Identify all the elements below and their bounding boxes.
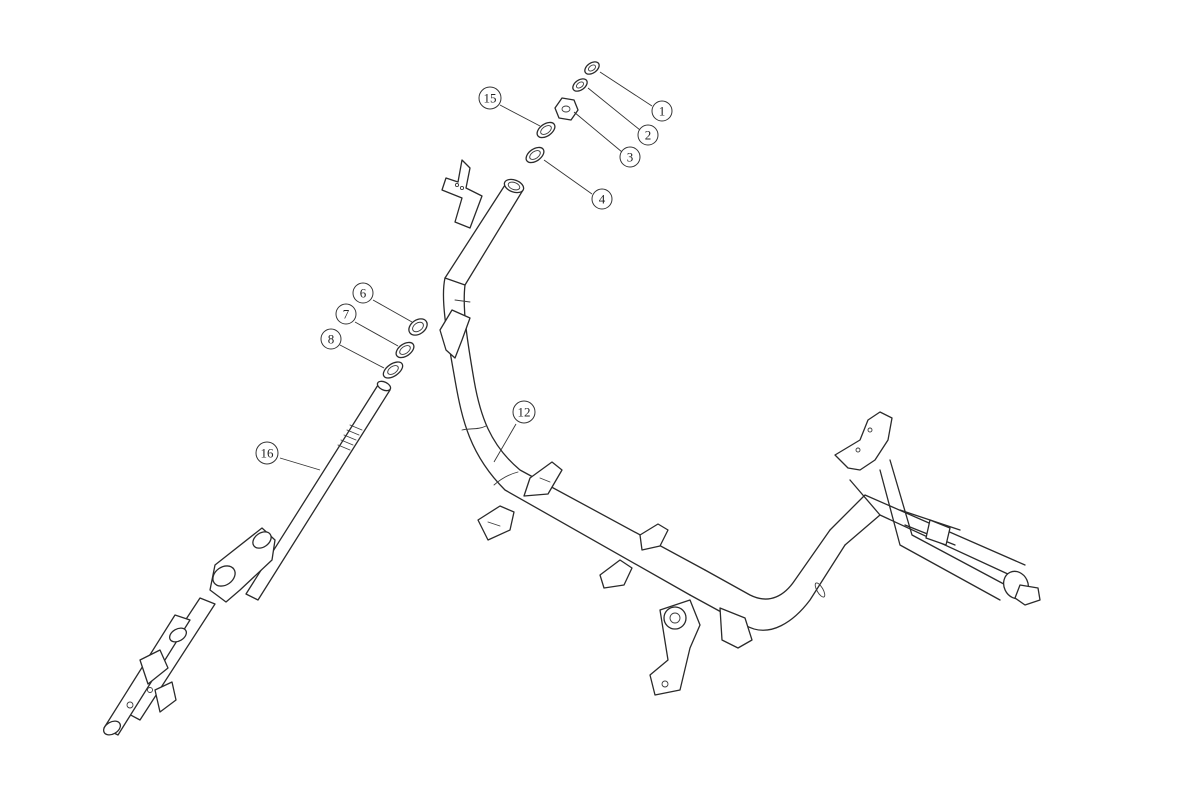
callout-3: 3 [619,146,641,168]
leader-lines [279,71,653,471]
callout-3-label: 3 [627,150,634,165]
callout-7-label: 7 [343,307,350,322]
callout-15-label: 15 [484,91,497,106]
callout-15: 15 [478,86,502,110]
callout-12-label: 12 [518,405,531,420]
callout-16-label: 16 [261,446,275,461]
callout-4: 4 [591,188,613,210]
callouts: 1 2 3 4 6 7 8 12 [255,86,673,465]
bearing-parts [382,61,600,379]
callout-4-label: 4 [599,192,606,207]
callout-1-label: 1 [659,104,666,119]
callout-2-label: 2 [645,128,652,143]
main-frame [439,159,1041,696]
callout-2: 2 [637,124,659,146]
steering-stem [102,380,392,736]
callout-6-label: 6 [360,286,367,301]
callout-8-label: 8 [328,332,335,347]
callout-16: 16 [255,441,279,465]
callout-8: 8 [320,328,342,350]
callout-12: 12 [512,400,536,424]
callout-6: 6 [352,282,374,304]
callout-1: 1 [651,100,673,122]
callout-7: 7 [335,303,357,325]
